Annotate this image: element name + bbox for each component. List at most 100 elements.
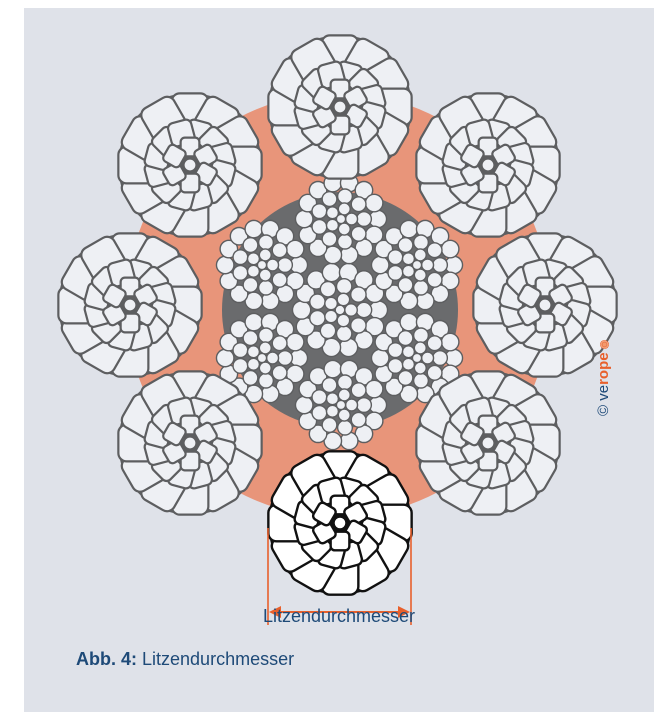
- strand-wire: [343, 85, 368, 111]
- inner-wire: [321, 416, 338, 433]
- inner-wire: [232, 357, 249, 374]
- inner-wire: [431, 256, 449, 274]
- inner-wire: [337, 408, 351, 422]
- inner-wire: [257, 372, 275, 389]
- inner-wire: [397, 276, 414, 293]
- inner-wire: [232, 264, 249, 281]
- inner-wire: [298, 379, 318, 399]
- inner-wire: [257, 279, 275, 296]
- inner-wire: [309, 293, 326, 311]
- inner-wire: [355, 301, 373, 319]
- inner-wire: [219, 332, 239, 352]
- inner-wire: [323, 359, 343, 379]
- strand-center-wire: [480, 157, 496, 173]
- iwrc-center-strand: [291, 262, 389, 358]
- inner-wire: [321, 230, 338, 247]
- outer-strand: [117, 370, 263, 516]
- inner-wire: [325, 392, 340, 406]
- inner-wire: [355, 396, 373, 414]
- inner-center-wire: [411, 352, 423, 364]
- inner-center-wire: [256, 352, 268, 364]
- inner-wire: [426, 364, 443, 381]
- inner-wire: [309, 309, 326, 327]
- strand-wire: [102, 283, 127, 309]
- dimension-arrow-right: [398, 606, 410, 618]
- inner-wire: [294, 209, 314, 229]
- inner-center-wire: [335, 399, 347, 411]
- inner-wire: [294, 395, 314, 415]
- inner-wire: [384, 284, 404, 304]
- inner-wire: [219, 239, 239, 259]
- inner-wire: [440, 239, 460, 259]
- caption-prefix: Abb. 4:: [76, 649, 137, 669]
- strand-wire: [102, 301, 127, 327]
- outer-strands: [57, 34, 618, 516]
- inner-wire: [285, 239, 305, 259]
- inner-wire: [244, 312, 264, 332]
- inner-wire: [374, 332, 394, 352]
- inner-wire: [242, 369, 259, 386]
- inner-wire: [311, 404, 328, 421]
- inner-wire: [311, 218, 328, 235]
- outer-strand: [472, 232, 618, 378]
- inner-wire: [387, 249, 404, 266]
- strand-wire: [460, 439, 485, 465]
- brand-ve: ve: [595, 384, 612, 401]
- inner-wire: [276, 349, 294, 367]
- inner-wire: [215, 255, 235, 275]
- strand-wire: [162, 439, 187, 465]
- strand-wire: [162, 421, 187, 447]
- strand-wire: [491, 421, 516, 447]
- inner-wire: [426, 242, 443, 259]
- inner-wire: [232, 342, 249, 359]
- inner-wire: [271, 335, 288, 352]
- strand-wire: [517, 301, 542, 327]
- outer-strand: [117, 92, 263, 238]
- inner-wire: [298, 193, 318, 213]
- verope-dot-logo-icon: [599, 340, 609, 350]
- inner-wire: [336, 419, 354, 436]
- inner-wire: [412, 279, 430, 296]
- inner-wire: [335, 325, 353, 343]
- inner-wire: [242, 330, 259, 347]
- inner-wire: [431, 349, 449, 367]
- inner-wire: [325, 206, 340, 220]
- dimension-arrow-left: [269, 606, 281, 618]
- inner-wire: [258, 361, 272, 375]
- inner-wire: [324, 296, 339, 311]
- measured-strand: [267, 450, 413, 596]
- strand-wire: [460, 161, 485, 187]
- inner-wire: [350, 196, 367, 213]
- inner-wire: [271, 364, 288, 381]
- inner-center-wire: [256, 259, 268, 271]
- strand-center-wire: [182, 157, 198, 173]
- strand-wire: [162, 143, 187, 169]
- inner-wire: [364, 193, 384, 213]
- iwrc-strand: [294, 359, 388, 451]
- strand-center-wire: [332, 99, 348, 115]
- iwrc-strand: [294, 173, 388, 265]
- strand-center-wire: [332, 515, 348, 531]
- iwrc-strand: [370, 312, 464, 404]
- strand-wire: [193, 143, 218, 169]
- inner-wire: [364, 379, 384, 399]
- strand-wire: [311, 501, 337, 527]
- inner-wire: [295, 283, 316, 304]
- strand-wire: [133, 283, 158, 309]
- inner-wire: [258, 248, 272, 262]
- inner-wire: [321, 262, 342, 283]
- inner-wire: [412, 327, 430, 344]
- inner-wire: [246, 252, 261, 266]
- outer-strand: [415, 370, 561, 516]
- inner-wire: [229, 284, 249, 304]
- inner-wire: [350, 225, 367, 242]
- inner-wire: [258, 341, 272, 355]
- inner-wire: [276, 256, 294, 274]
- strand-wire: [343, 501, 369, 527]
- outer-strand: [415, 92, 561, 238]
- inner-wire: [257, 327, 275, 344]
- inner-wire: [401, 252, 416, 266]
- outer-strand: [57, 232, 203, 378]
- inner-wire: [397, 330, 414, 347]
